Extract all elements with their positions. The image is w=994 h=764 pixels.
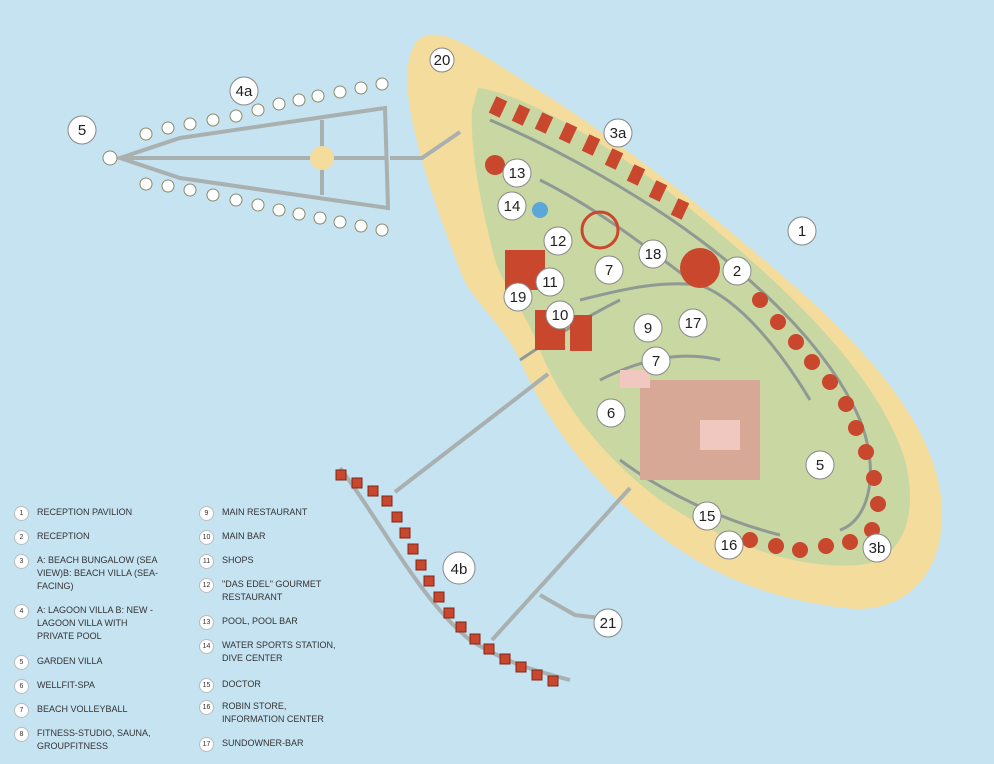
marker-15[interactable]: 15 [692,501,722,531]
marker-7-south[interactable]: 7 [641,346,671,376]
lagoon-villas-4b [335,469,559,687]
legend-item-11: 11 Shops [199,554,344,569]
marker-16[interactable]: 16 [714,530,744,560]
svg-text:3a: 3a [610,125,627,142]
marker-10[interactable]: 10 [545,300,575,330]
svg-text:3b: 3b [869,540,886,557]
marker-3b[interactable]: 3b [862,533,892,563]
legend-item-6: 6 WellFit-Spa [14,679,164,694]
svg-text:4b: 4b [451,561,468,578]
svg-text:5: 5 [78,122,86,139]
legend-item-2: 2 Reception [14,530,164,545]
svg-text:14: 14 [504,198,521,215]
svg-text:20: 20 [434,52,451,69]
marker-1[interactable]: 1 [787,216,817,246]
legend-item-7: 7 Beach volleyball [14,703,164,718]
legend-item-14: 14 Water Sports Station, Dive Center [199,639,344,665]
legend-item-4: 4 a: Lagoon Villa b: New - Lagoon Villa … [14,604,164,643]
svg-text:2: 2 [733,263,741,280]
marker-20[interactable]: 20 [429,47,455,73]
svg-text:6: 6 [607,405,615,422]
marker-5-west[interactable]: 5 [67,115,97,145]
legend-item-8: 8 Fitness-Studio, Sauna, GroupFitness [14,727,164,753]
main-restaurant-deck [580,210,620,250]
lagoon-villas-4a [102,77,389,237]
beach-bungalows-3a [488,96,690,220]
marker-11[interactable]: 11 [535,267,565,297]
map-legend: 1 Reception Pavilion 2 Reception 3 a: Be… [14,500,344,762]
svg-text:19: 19 [510,289,527,306]
legend-item-10: 10 Main bar [199,530,344,545]
svg-text:13: 13 [509,165,526,182]
svg-text:7: 7 [605,262,613,279]
beach-villas-3b [742,292,886,558]
svg-text:9: 9 [644,320,652,337]
marker-18[interactable]: 18 [638,239,668,269]
marker-5-east[interactable]: 5 [805,450,835,480]
legend-item-12: 12 "Das Edel" Gourmet Restaurant [199,578,344,604]
svg-text:21: 21 [600,615,617,632]
marker-12[interactable]: 12 [543,226,573,256]
svg-text:17: 17 [685,315,702,332]
marker-17[interactable]: 17 [678,308,708,338]
svg-text:10: 10 [552,307,569,324]
marker-6[interactable]: 6 [596,398,626,428]
central-buildings [485,155,760,480]
marker-4a[interactable]: 4a [229,76,259,106]
legend-item-3: 3 a: Beach Bungalow (sea view)b: Beach V… [14,554,164,593]
marker-14[interactable]: 14 [497,191,527,221]
pool [532,202,548,218]
marker-21[interactable]: 21 [593,608,623,638]
svg-text:12: 12 [550,233,567,250]
marker-19[interactable]: 19 [503,282,533,312]
legend-item-13: 13 Pool, Pool Bar [199,615,344,630]
svg-text:7: 7 [652,353,660,370]
marker-13[interactable]: 13 [502,158,532,188]
svg-text:4a: 4a [236,83,253,100]
svg-text:11: 11 [542,274,558,291]
legend-item-15: 15 Doctor [199,678,344,693]
marker-7-north[interactable]: 7 [594,255,624,285]
svg-text:18: 18 [645,246,662,263]
svg-text:5: 5 [816,457,824,474]
legend-item-9: 9 Main Restaurant [199,506,344,521]
legend-item-16: 16 ROBIN Store, Information center [199,700,344,726]
legend-item-17: 17 Sundowner-Bar [199,737,344,752]
legend-item-5: 5 Garden Villa [14,655,164,670]
marker-9[interactable]: 9 [633,313,663,343]
svg-text:1: 1 [798,223,806,240]
svg-text:15: 15 [699,508,716,525]
marker-3a[interactable]: 3a [603,118,633,148]
marker-4b[interactable]: 4b [442,551,476,585]
legend-item-1: 1 Reception Pavilion [14,506,164,521]
marker-2[interactable]: 2 [722,256,752,286]
lagoon-platform [310,146,334,170]
svg-text:16: 16 [721,537,738,554]
